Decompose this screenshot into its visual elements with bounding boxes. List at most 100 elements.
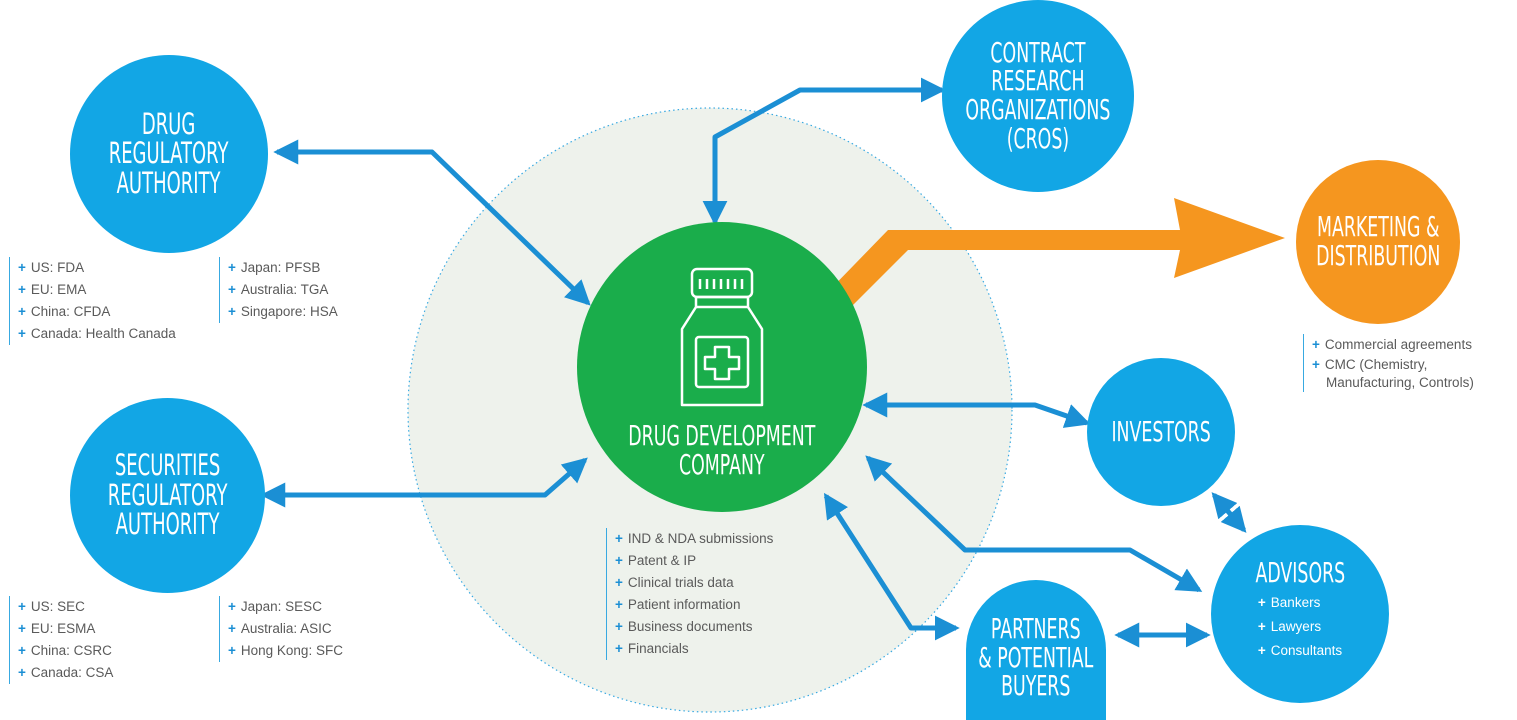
arrow-drug-regulatory (273, 139, 591, 306)
list-item-text: Clinical trials data (627, 575, 734, 590)
list-item-text: Bankers (1270, 595, 1321, 611)
node-investors: INVESTORS (1087, 358, 1235, 506)
list-item-text: US: SEC (30, 599, 85, 614)
plus-icon: + (228, 282, 236, 297)
plus-icon: + (615, 575, 623, 590)
arrow-investors (862, 392, 1091, 428)
node-advisors: ADVISORS +Bankers+Lawyers+Consultants (1211, 525, 1389, 703)
list-item: + Japan: SESC (228, 596, 343, 618)
list-item-text: Canada: CSA (30, 665, 114, 680)
list-item-text: Consultants (1270, 643, 1343, 659)
list-item-text: Australia: TGA (240, 282, 329, 297)
arrow-cro (702, 77, 946, 226)
plus-icon: + (615, 553, 623, 568)
node-title: DRUG DEVELOPMENT COMPANY (628, 418, 816, 481)
list-item: + US: SEC (18, 596, 113, 618)
marketing-arrow (820, 198, 1285, 320)
list-item: + Patent & IP (615, 550, 773, 572)
plus-icon: + (228, 643, 236, 658)
list-item-text: EU: EMA (30, 282, 87, 297)
list-item: +Lawyers (1258, 615, 1342, 639)
medicine-bottle-icon (672, 265, 772, 420)
node-title: SECURITIES REGULATORY AUTHORITY (107, 448, 228, 542)
list-item: + Patient information (615, 594, 773, 616)
plus-icon: + (18, 304, 26, 319)
list-item-text: IND & NDA submissions (627, 531, 774, 546)
node-title: CONTRACT RESEARCH ORGANIZATIONS (CROS) (965, 35, 1111, 155)
node-securities-regulatory-authority: SECURITIES REGULATORY AUTHORITY (70, 398, 265, 593)
plus-icon: + (18, 260, 26, 275)
plus-icon: + (615, 531, 623, 546)
drug-regulators-list-2: +Japan: PFSB + Australia: TGA + Singapore: H… (219, 257, 338, 323)
list-item: +Japan: PFSB (228, 257, 338, 279)
node-title: ADVISORS (1255, 555, 1345, 589)
node-marketing-distribution: MARKETING & DISTRIBUTION (1296, 160, 1460, 324)
list-item-text: China: CFDA (30, 304, 111, 319)
list-item-text: Japan: SESC (240, 599, 322, 614)
node-drug-regulatory-authority: DRUG REGULATORY AUTHORITY (70, 55, 268, 253)
plus-icon: + (228, 599, 236, 614)
list-item-text: Commercial agreements (1324, 337, 1472, 352)
list-item: + Business documents (615, 616, 773, 638)
list-item-text: Financials (627, 641, 689, 656)
list-item: + CMC (Chemistry, (1312, 356, 1474, 374)
arrow-partners (823, 492, 960, 641)
list-item: Manufacturing, Controls) (1312, 374, 1474, 392)
list-item: + Clinical trials data (615, 572, 773, 594)
list-item: + China: CSRC (18, 640, 113, 662)
list-item-text: Hong Kong: SFC (240, 643, 343, 658)
list-item-text: Patent & IP (627, 553, 697, 568)
list-item-text: China: CSRC (30, 643, 112, 658)
list-item-text: US: FDA (30, 260, 85, 275)
list-item-text: Manufacturing, Controls) (1326, 375, 1474, 390)
node-cro: CONTRACT RESEARCH ORGANIZATIONS (CROS) (942, 0, 1134, 192)
list-item: +Bankers (1258, 591, 1342, 615)
list-item-text: Canada: Health Canada (30, 326, 176, 341)
list-item: + China: CFDA (18, 301, 176, 323)
node-title: PARTNERS & POTENTIAL BUYERS (978, 612, 1094, 703)
list-item: + Canada: Health Canada (18, 323, 176, 345)
plus-icon: + (228, 304, 236, 319)
plus-icon: + (615, 597, 623, 612)
list-item: + Hong Kong: SFC (228, 640, 343, 662)
plus-icon: + (1312, 337, 1320, 352)
list-item: + EU: EMA (18, 279, 176, 301)
list-item: + Commercial agreements (1312, 334, 1474, 356)
plus-icon: + (1257, 595, 1266, 611)
plus-icon: + (615, 641, 623, 656)
arrow-investors-advisors (1211, 492, 1247, 533)
plus-icon: + (615, 619, 623, 634)
list-item-text: Lawyers (1270, 619, 1322, 635)
list-item-text: Singapore: HSA (240, 304, 338, 319)
plus-icon: + (1257, 619, 1266, 635)
list-item-text: Business documents (627, 619, 753, 634)
list-item-text: EU: ESMA (30, 621, 96, 636)
plus-icon: + (1312, 357, 1320, 372)
node-partners-potential-buyers: PARTNERS & POTENTIAL BUYERS (966, 580, 1106, 720)
drug-regulators-list-1: + US: FDA + EU: EMA + China: CFDA + Canada: Hea… (9, 257, 176, 345)
node-drug-development-company: DRUG DEVELOPMENT COMPANY (577, 222, 867, 512)
securities-regulators-list-2: + Japan: SESC + Australia: ASIC + Hong Kong: … (219, 596, 343, 662)
plus-icon: + (228, 621, 236, 636)
list-item-text: Japan: PFSB (240, 260, 321, 275)
list-item-text: Patient information (627, 597, 741, 612)
node-title: INVESTORS (1111, 414, 1211, 448)
list-item: +Canada: CSA (18, 662, 113, 684)
plus-icon: + (18, 326, 26, 341)
list-item: + Australia: ASIC (228, 618, 343, 640)
node-title: DRUG REGULATORY AUTHORITY (109, 106, 229, 200)
list-item: + Financials (615, 638, 773, 660)
plus-icon: + (18, 599, 26, 614)
arrow-securities-regulatory (260, 457, 588, 508)
plus-icon: + (18, 621, 26, 636)
company-assets-list: + IND & NDA submissions + Patent & IP + Clini… (606, 528, 773, 660)
list-item: + Singapore: HSA (228, 301, 338, 323)
list-item: +Consultants (1258, 639, 1342, 663)
plus-icon: + (1257, 643, 1266, 659)
plus-icon: + (18, 643, 26, 658)
securities-regulators-list-1: + US: SEC + EU: ESMA + China: CSRC +Canada: CS… (9, 596, 113, 684)
list-item-text: CMC (Chemistry, (1324, 357, 1428, 372)
list-item-text: Australia: ASIC (240, 621, 332, 636)
advisors-list: +Bankers+Lawyers+Consultants (1258, 591, 1342, 663)
plus-icon: + (18, 282, 26, 297)
